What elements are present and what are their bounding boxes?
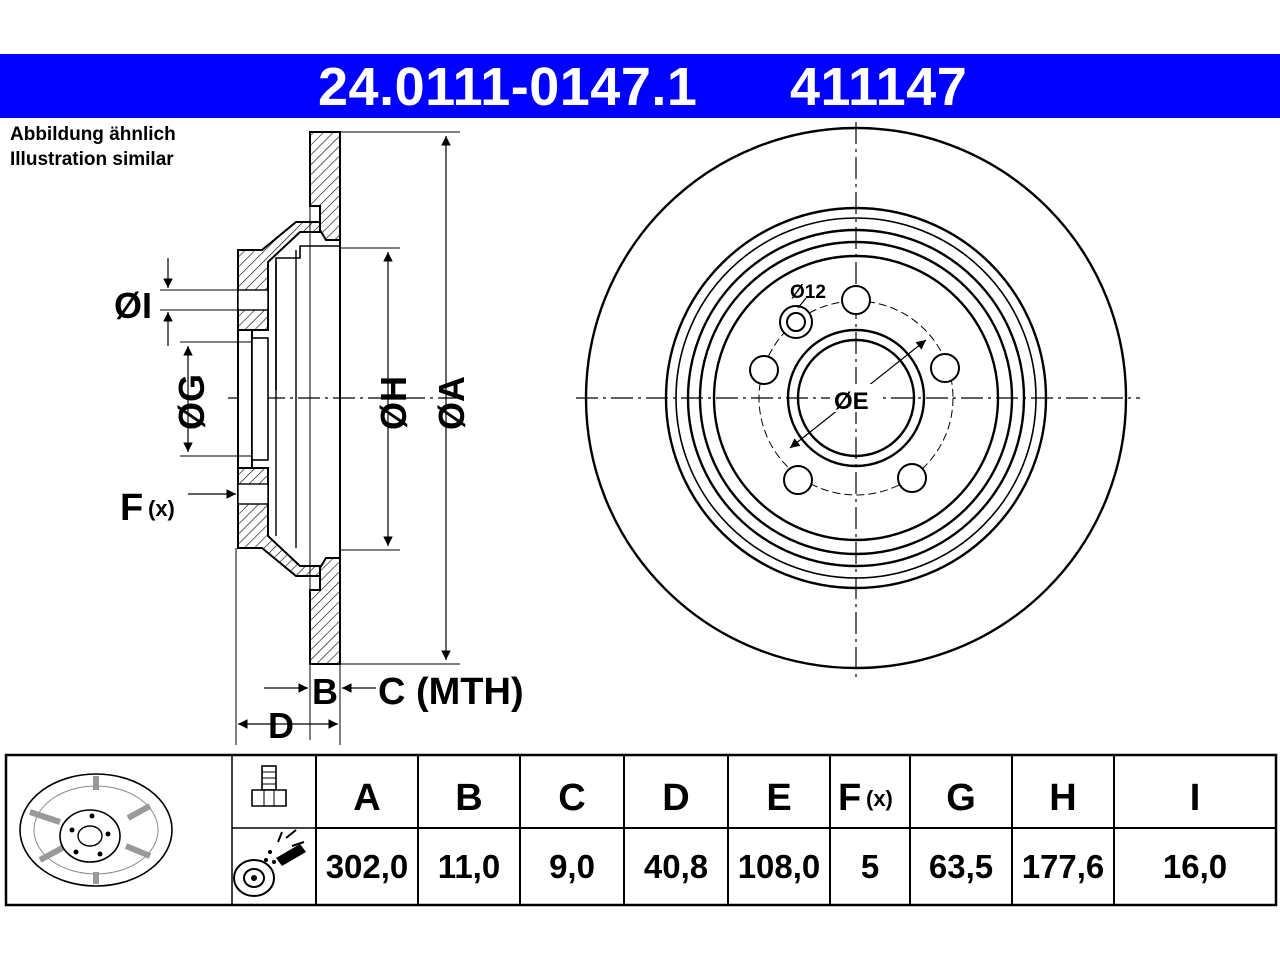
table-value-g: 63,5 bbox=[929, 848, 993, 885]
label-dim-f-sub: (x) bbox=[148, 496, 175, 521]
label-hole-12: Ø12 bbox=[790, 282, 826, 303]
header-banner: 24.0111-0147.1 411147 bbox=[0, 54, 1280, 118]
ate-number: 411147 bbox=[790, 57, 968, 117]
cleaning-spray-icon bbox=[233, 829, 306, 897]
label-dim-g: ØG bbox=[171, 374, 212, 430]
table-value-f: 5 bbox=[861, 848, 879, 885]
note-en: Illustration similar bbox=[10, 149, 174, 170]
table-value-e: 108,0 bbox=[738, 848, 821, 885]
label-dim-c: C (MTH) bbox=[378, 671, 524, 713]
table-header-h: H bbox=[1049, 777, 1076, 819]
label-dim-a: ØA bbox=[431, 376, 472, 430]
label-dim-d: D bbox=[268, 705, 294, 746]
table-header-e: E bbox=[766, 777, 791, 819]
table-header-d: D bbox=[662, 777, 689, 819]
dimension-lines bbox=[160, 131, 460, 745]
part-number: 24.0111-0147.1 bbox=[318, 57, 698, 117]
table-value-c: 9,0 bbox=[549, 848, 595, 885]
table-value-h: 177,6 bbox=[1022, 848, 1105, 885]
table-header-f-sub: (x) bbox=[866, 786, 893, 811]
table-value-a: 302,0 bbox=[326, 848, 409, 885]
table-value-i: 16,0 bbox=[1163, 848, 1227, 885]
note-de: Abbildung ähnlich bbox=[10, 124, 176, 145]
table-header-f: F bbox=[838, 777, 861, 819]
label-dim-i: ØI bbox=[114, 285, 152, 326]
table-header-g: G bbox=[946, 777, 976, 819]
table-value-d: 40,8 bbox=[644, 848, 708, 885]
label-dim-b: B bbox=[312, 671, 338, 712]
brake-disc-thumbnail-icon bbox=[19, 773, 173, 887]
label-dim-e: ØE bbox=[834, 388, 869, 415]
table-header-c: C bbox=[558, 777, 585, 819]
label-dim-f: F bbox=[120, 487, 143, 529]
label-dim-h: ØH bbox=[373, 376, 414, 430]
table-value-b: 11,0 bbox=[438, 848, 500, 885]
table-header-b: B bbox=[455, 777, 482, 819]
table-header-i: I bbox=[1190, 777, 1201, 819]
bolt-icon bbox=[251, 765, 287, 807]
table-header-a: A bbox=[353, 777, 380, 819]
